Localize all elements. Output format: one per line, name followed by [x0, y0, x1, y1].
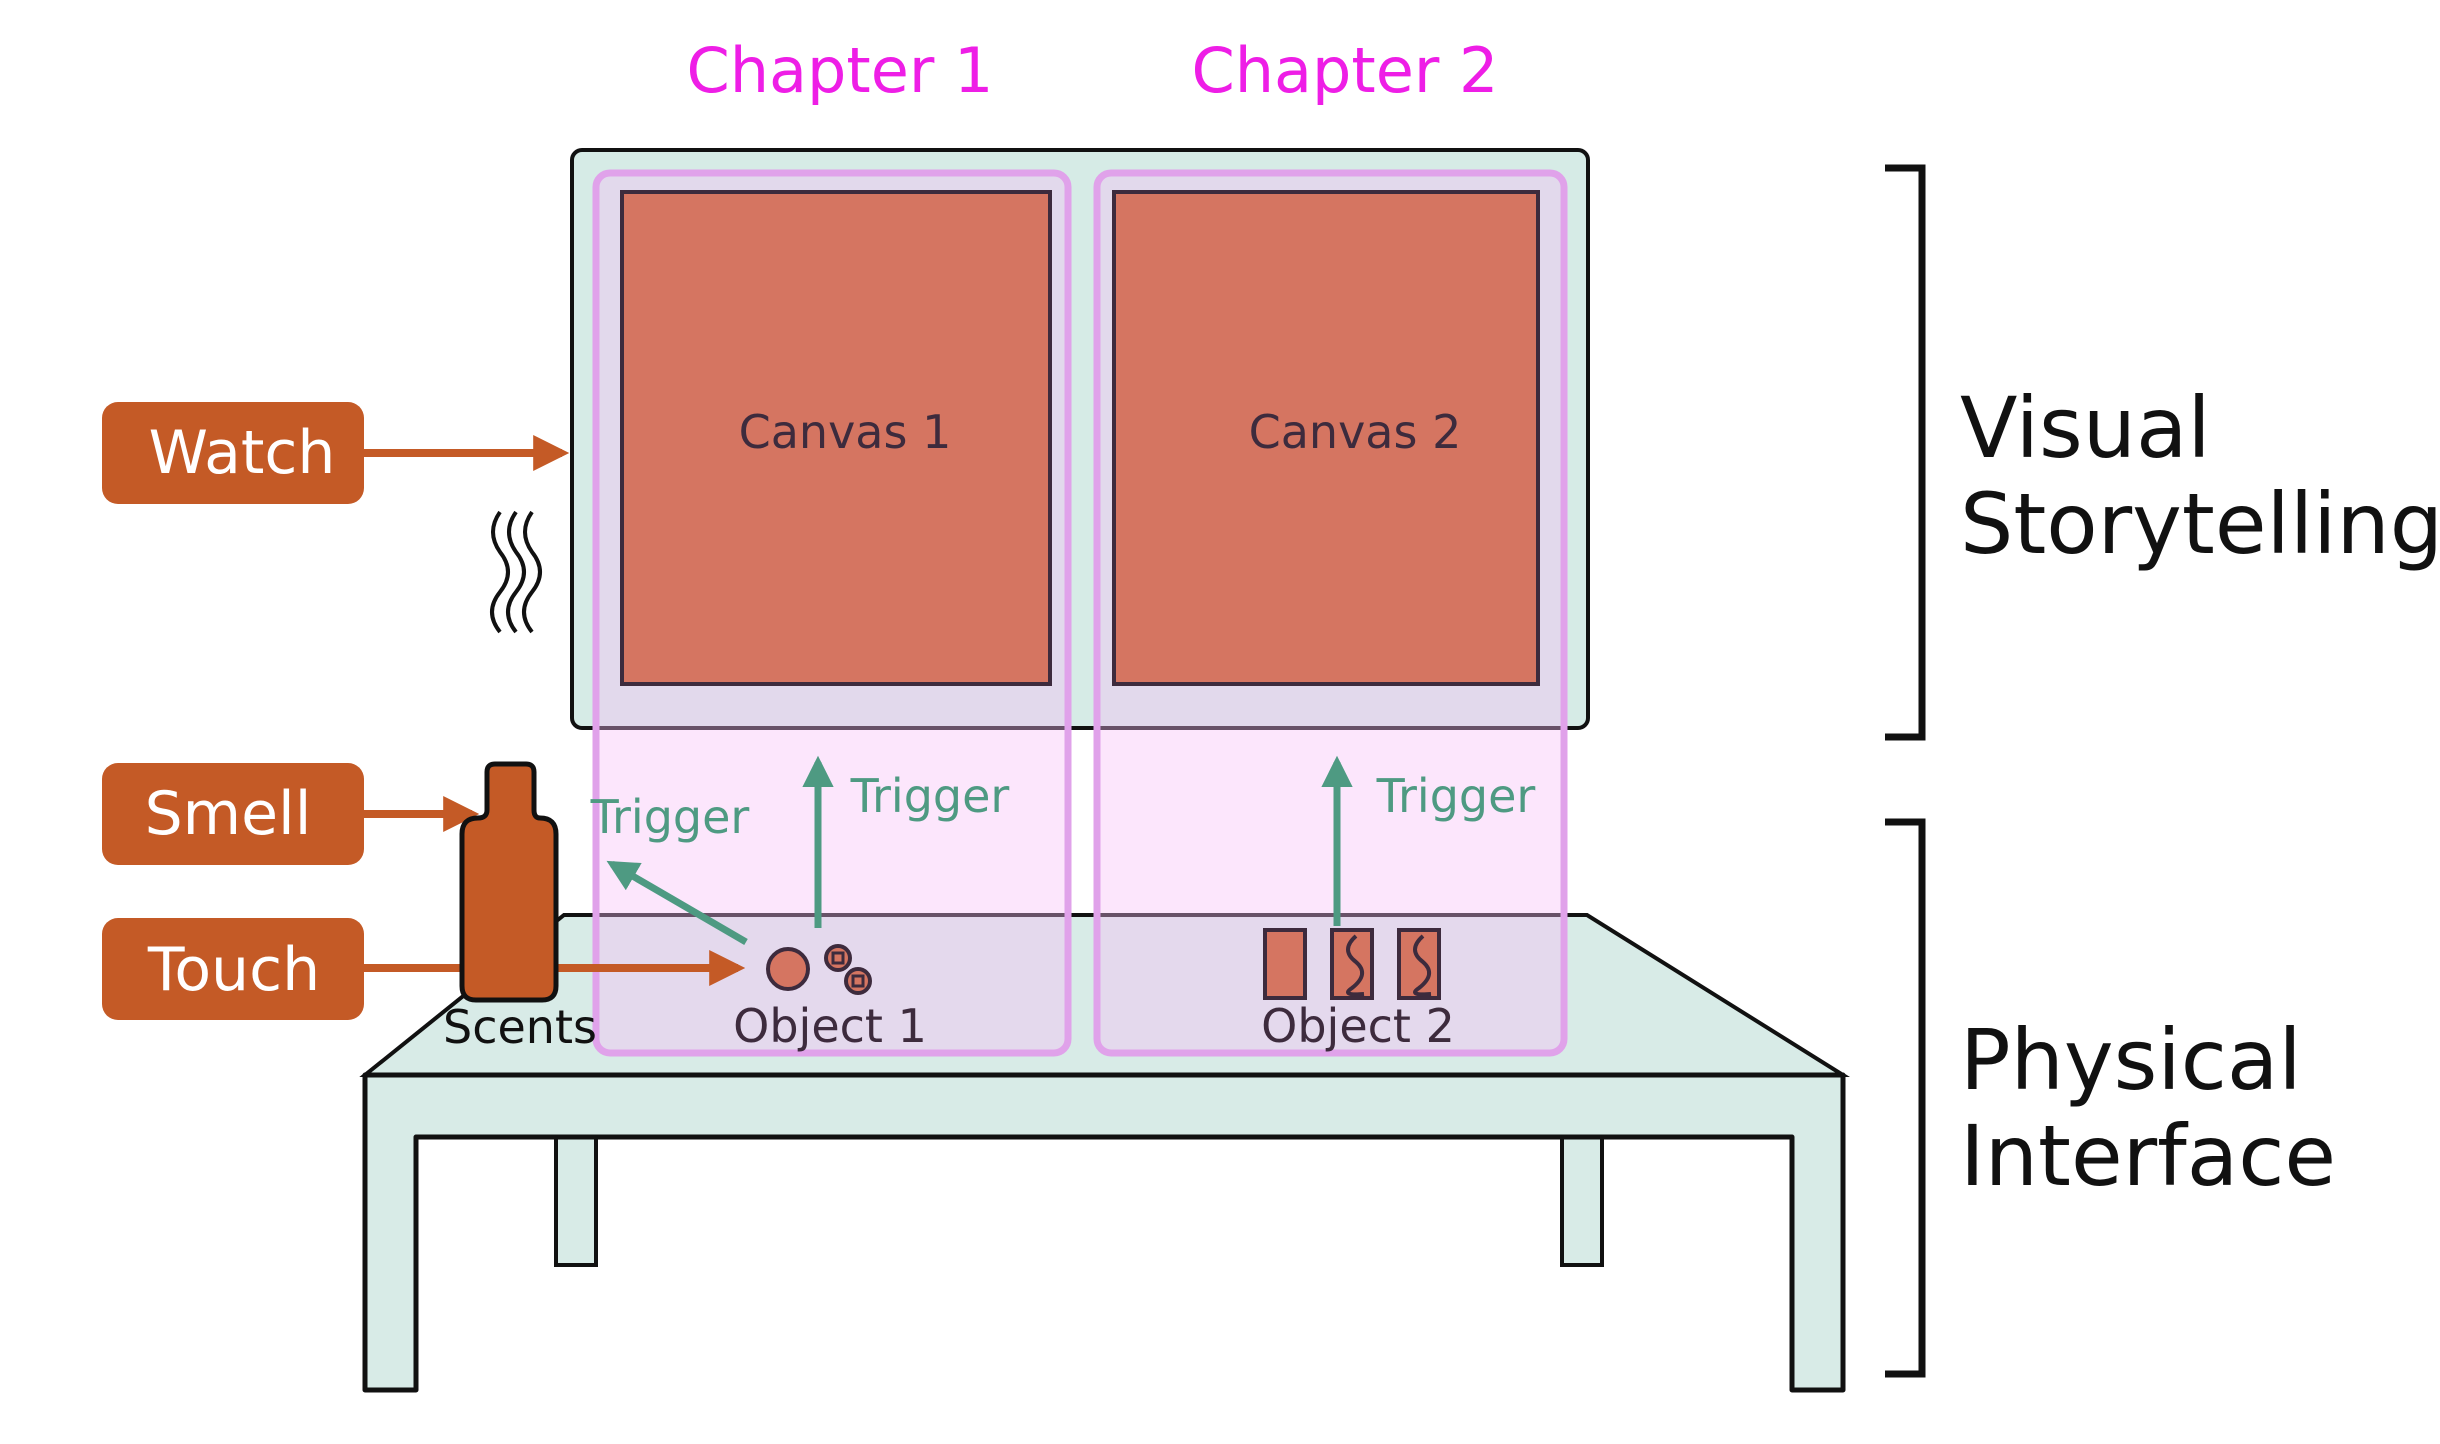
object-2-label: Object 2: [1261, 999, 1455, 1053]
steam-icon: [506, 510, 526, 634]
watch-label: Watch: [149, 418, 336, 488]
smell-box: [102, 763, 364, 865]
object-1-small-ball: [824, 944, 852, 972]
scents-label: Scents: [443, 1000, 597, 1054]
chapter-2-title: Chapter 2: [1191, 34, 1498, 107]
smell-label: Smell: [145, 779, 312, 849]
physical-bracket-icon: [1885, 818, 1926, 1378]
physical-interface-line-1: Physical: [1960, 1011, 2302, 1109]
table-back-leg-left: [554, 1133, 598, 1267]
visual-storytelling-line-2: Storytelling: [1960, 475, 2440, 573]
canvas-2-label: Canvas 2: [1249, 405, 1462, 459]
object-2-curve: [1346, 934, 1365, 997]
object-1-small-ball: [844, 967, 872, 995]
touch-box: [102, 918, 364, 1020]
object-2-icon: [1263, 928, 1441, 1000]
trigger-label: Trigger: [1376, 769, 1536, 823]
steam-icon: [522, 510, 542, 634]
object-1-icon: [766, 944, 872, 995]
visual-storytelling-line-1: Visual: [1960, 379, 2211, 477]
canvas-1: [620, 190, 1052, 686]
trigger-label: Trigger: [590, 790, 750, 844]
table-apron-and-legs: [362, 1072, 1846, 1393]
bottle-body: [459, 761, 559, 1003]
canvas-1-label: Canvas 1: [739, 405, 952, 459]
steam-icon: [490, 510, 510, 634]
physical-interface-line-2: Interface: [1960, 1107, 2336, 1205]
chapter-1-title: Chapter 1: [686, 34, 993, 107]
object-2-curve: [1413, 934, 1432, 997]
object-1-square-mark: [831, 951, 845, 965]
touch-label: Touch: [147, 935, 320, 1005]
object-1-sphere: [766, 947, 810, 991]
visual-bracket-icon: [1885, 164, 1926, 741]
watch-sense: Watch: [102, 402, 570, 504]
table-back-leg-right: [1560, 1133, 1604, 1267]
canvas-2: [1112, 190, 1540, 686]
scent-bottle-icon: [459, 510, 559, 1003]
watch-box: [102, 402, 364, 504]
object-1-square-mark: [851, 974, 865, 988]
object-2-block: [1263, 928, 1307, 1000]
smell-sense: Smell: [102, 763, 480, 865]
trigger-label: Trigger: [850, 769, 1010, 823]
object-1-label: Object 1: [733, 999, 927, 1053]
trigger-arrow-diagonal-icon: [606, 860, 748, 946]
